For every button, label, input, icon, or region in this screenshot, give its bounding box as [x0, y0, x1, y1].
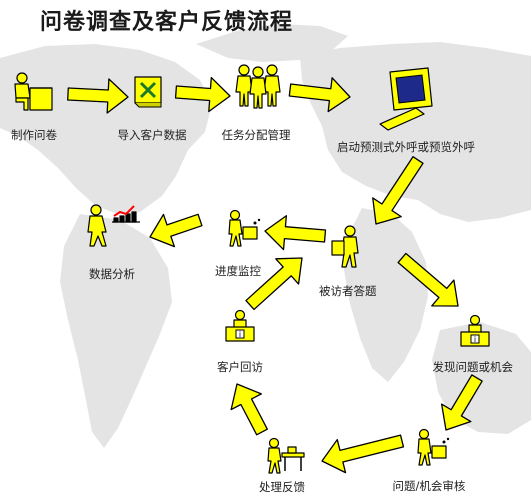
- group-of-people-icon: [235, 64, 281, 109]
- flow-arrow-assign-to-call: [288, 77, 351, 113]
- flow-arrow-monitor-to-analyze: [149, 213, 203, 248]
- flow-arrow-discover-to-review: [440, 374, 483, 431]
- node-label-handle: 处理反馈: [259, 480, 305, 494]
- person-with-box-icon: [228, 209, 261, 247]
- person-with-chart-icon: [87, 204, 140, 247]
- node-label-import: 导入客户数据: [117, 128, 187, 142]
- flow-arrow-review-to-handle: [321, 434, 405, 474]
- svg-text:i: i: [239, 330, 241, 339]
- person-at-table-icon: [267, 437, 305, 474]
- flow-arrow-revisit-to-monitor: [245, 257, 303, 311]
- flow-arrow-answer-to-monitor: [264, 215, 327, 251]
- node-label-discover: 发现问题或机会: [432, 360, 514, 374]
- person-behind-info-board-icon: i: [225, 309, 255, 342]
- flow-arrow-handle-to-revisit: [230, 383, 268, 436]
- computer-icon: [379, 67, 433, 131]
- node-label-monitor: 进度监控: [215, 264, 261, 278]
- node-label-review: 问题/机会审核: [392, 479, 466, 493]
- node-label-call: 启动预测式外呼或预览外呼: [337, 140, 475, 154]
- excel-file-icon: [134, 76, 162, 108]
- icons-layer: ii: [14, 64, 490, 474]
- node-label-assign: 任务分配管理: [221, 128, 291, 142]
- person-behind-info-board-icon: i: [460, 314, 490, 347]
- node-label-make: 制作问卷: [11, 128, 57, 142]
- flow-arrow-answer-to-discover: [397, 252, 459, 307]
- svg-text:i: i: [474, 335, 476, 344]
- node-label-answer: 被访者答题: [319, 284, 377, 298]
- flow-arrow-call-to-answer: [372, 156, 424, 225]
- flow-arrow-import-to-assign: [174, 76, 231, 113]
- node-label-revisit: 客户回访: [217, 360, 263, 374]
- person-at-desk-icon: [14, 72, 53, 111]
- diagram-title: 问卷调查及客户反馈流程: [40, 10, 294, 35]
- person-with-document-icon: [331, 225, 359, 268]
- flow-arrow-make-to-import: [67, 78, 129, 114]
- node-label-analyze: 数据分析: [89, 267, 135, 281]
- person-with-box-icon: [417, 428, 450, 466]
- arrows-layer: [67, 76, 483, 474]
